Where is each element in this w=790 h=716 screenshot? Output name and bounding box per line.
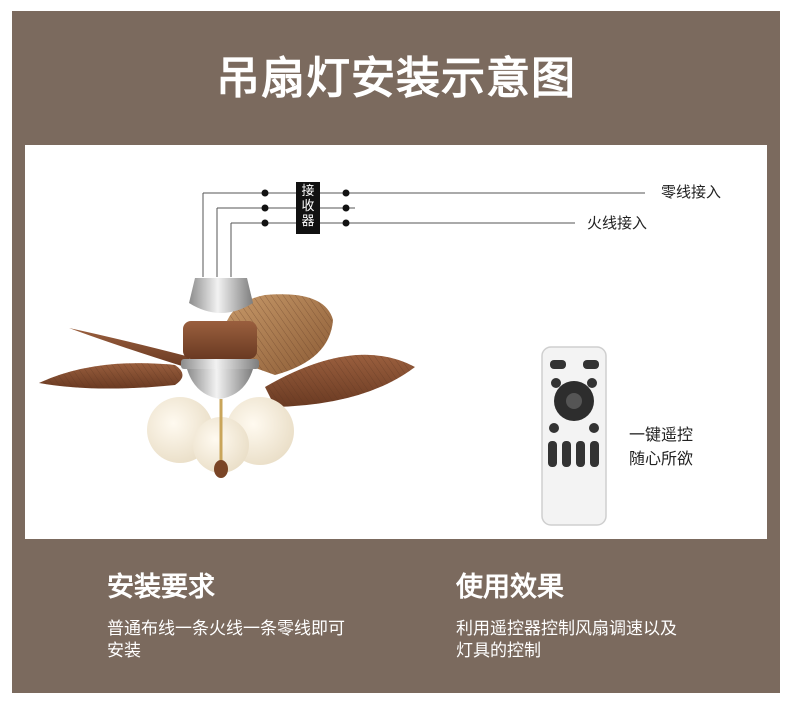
- receiver-char: 收: [301, 199, 315, 214]
- receiver-label: 接 收 器: [299, 184, 317, 229]
- receiver-char: 接: [301, 184, 315, 199]
- receiver-box: [296, 182, 320, 234]
- requirements-body: 普通布线一条火线一条零线即可安装: [107, 619, 345, 661]
- requirements-title: 安装要求: [107, 572, 215, 603]
- fan-blades: [39, 294, 415, 407]
- wiring-and-fan-illustration: [39, 182, 645, 526]
- poster-panel: 吊扇灯安装示意图: [12, 11, 780, 693]
- neutral-wire-label: 零线接入: [661, 183, 722, 201]
- light-globes: [147, 397, 294, 473]
- page-title: 吊扇灯安装示意图: [216, 53, 576, 104]
- wire-junction-dots: [261, 189, 350, 227]
- remote-caption-line: 随心所欲: [629, 449, 694, 468]
- effect-title: 使用效果: [456, 572, 564, 603]
- remote-control: [541, 346, 607, 526]
- receiver-char: 器: [301, 214, 315, 229]
- pull-chain-knob: [214, 460, 228, 478]
- effect-body: 利用遥控器控制风扇调速以及灯具的控制: [456, 619, 677, 661]
- remote-caption: 一键遥控 随心所欲: [629, 423, 693, 471]
- product-diagram: 接 收 器 零线接入 火线接入 一键遥控 随心所欲: [25, 145, 767, 539]
- remote-caption-line: 一键遥控: [629, 425, 694, 444]
- fan-body: [181, 278, 259, 399]
- wiring-lines: [202, 192, 645, 277]
- live-wire-label: 火线接入: [587, 214, 648, 232]
